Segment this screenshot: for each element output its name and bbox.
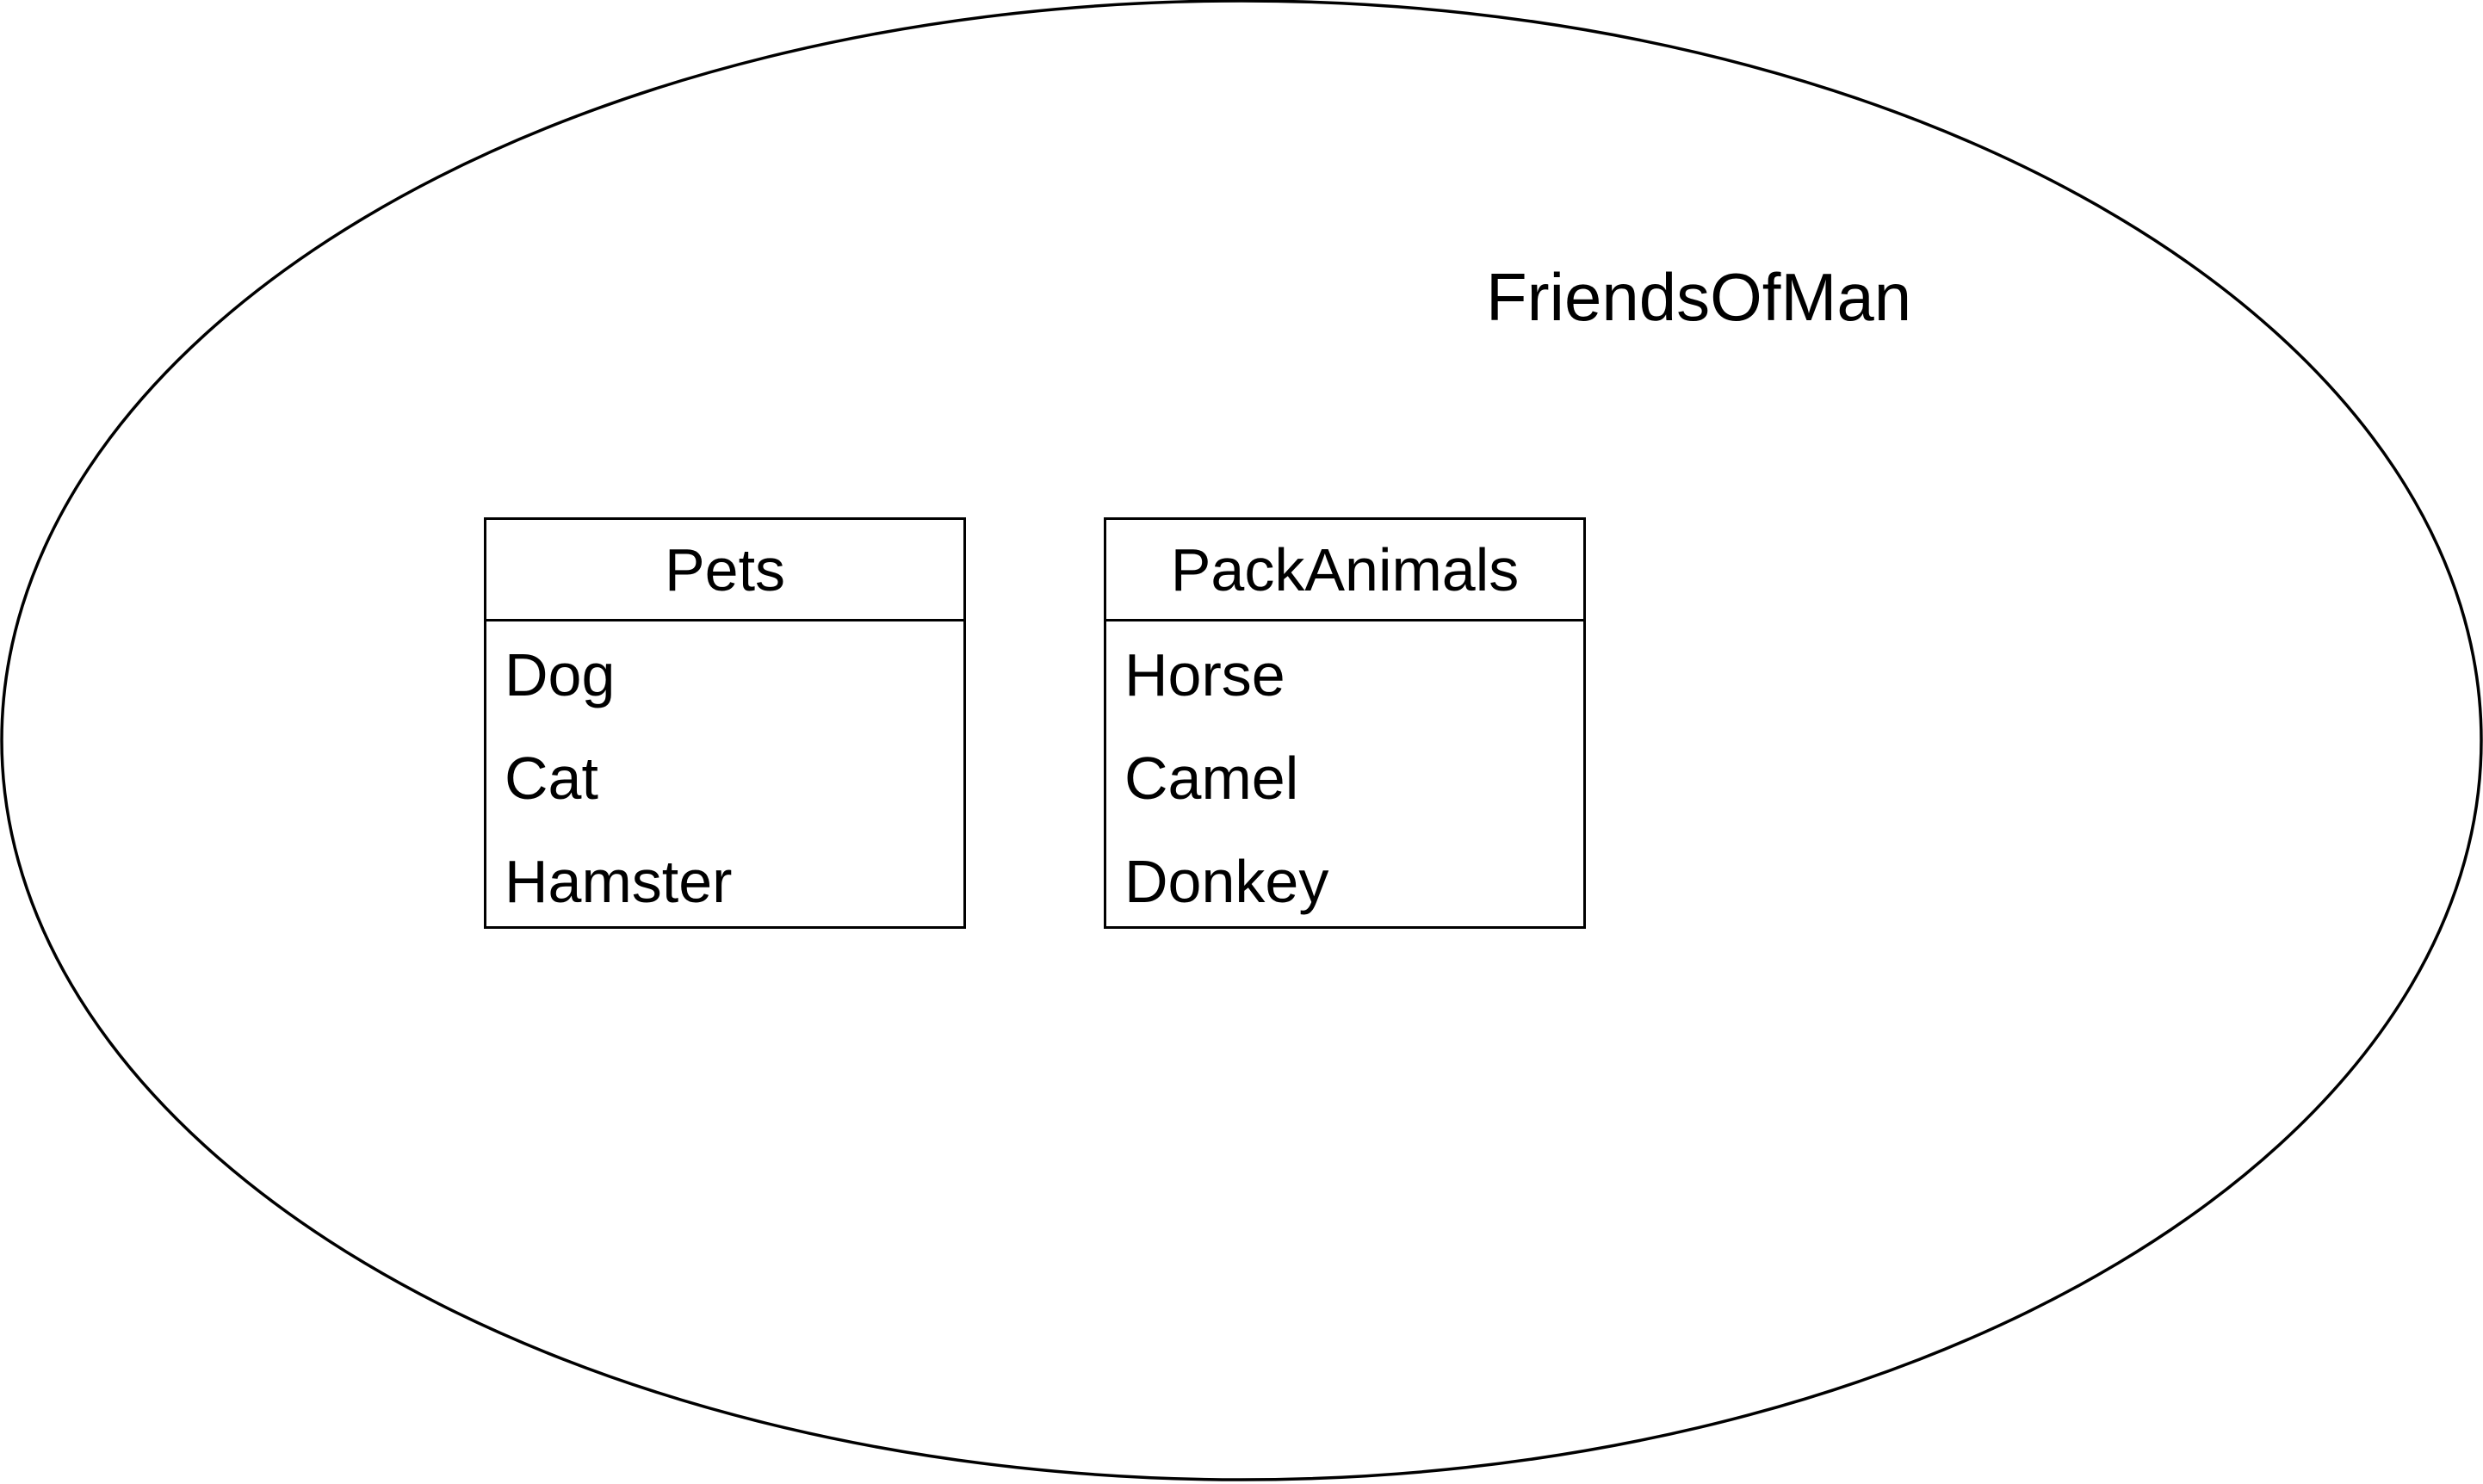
class-item-cat[interactable]: Cat	[505, 745, 598, 812]
class-item-hamster[interactable]: Hamster	[505, 848, 733, 915]
class-item-donkey[interactable]: Donkey	[1124, 848, 1329, 915]
class-box-pack-animals[interactable]: PackAnimals Horse Camel Donkey	[1104, 517, 1586, 929]
class-title-pets: Pets	[664, 535, 786, 603]
class-title-pack-animals: PackAnimals	[1170, 535, 1520, 603]
class-item-dog[interactable]: Dog	[505, 641, 616, 708]
class-header-pets: Pets	[486, 520, 963, 621]
container-label: FriendsOfMan	[1486, 259, 1912, 335]
class-body-pack-animals: Horse Camel Donkey	[1106, 621, 1583, 933]
class-body-pets: Dog Cat Hamster	[486, 621, 963, 933]
class-box-pets[interactable]: Pets Dog Cat Hamster	[484, 517, 966, 929]
class-item-camel[interactable]: Camel	[1124, 745, 1299, 812]
class-header-pack-animals: PackAnimals	[1106, 520, 1583, 621]
class-item-horse[interactable]: Horse	[1124, 641, 1285, 708]
